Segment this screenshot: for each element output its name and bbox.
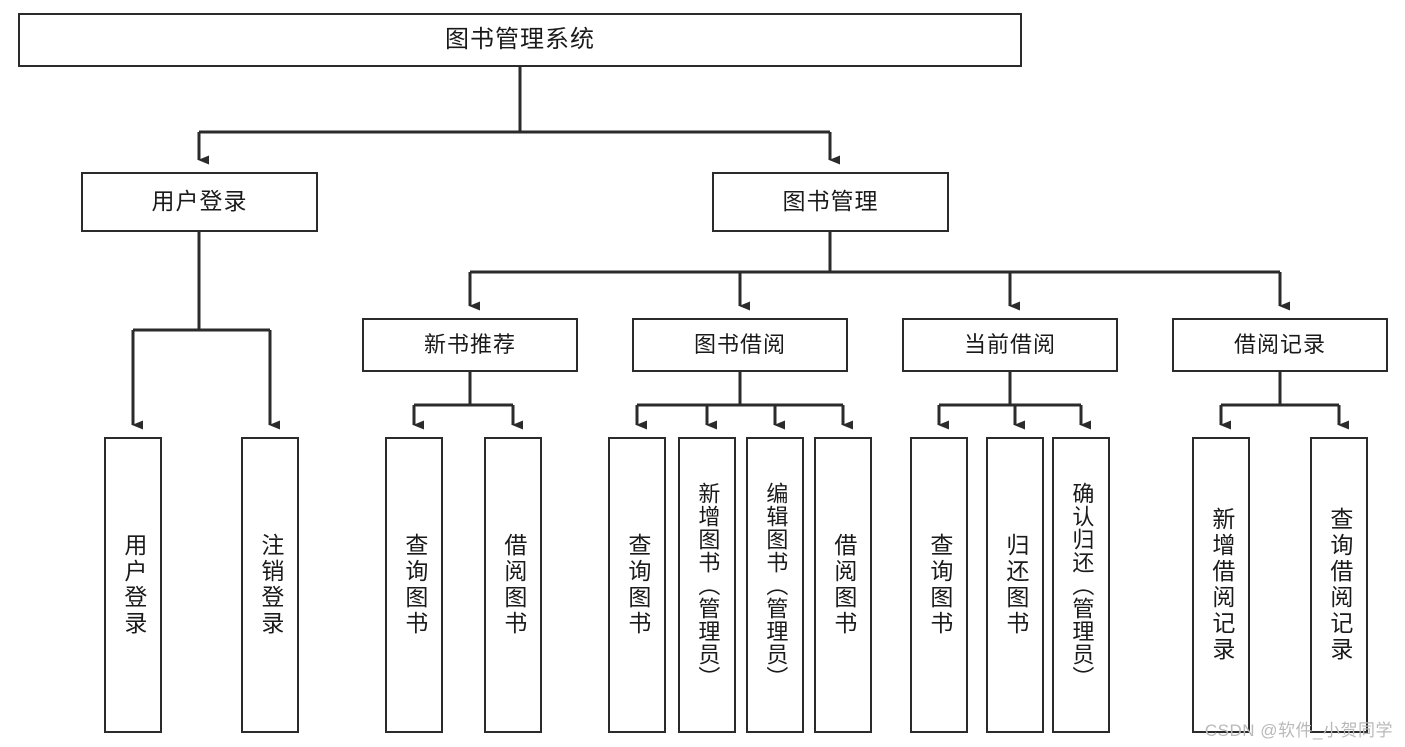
node-label: 新增借阅记录 [1208,507,1235,663]
node-book-manage[interactable]: 图书管理 [712,172,949,232]
node-leaf-borrow-book-1[interactable]: 借阅图书 [484,437,542,733]
node-label: 借阅图书 [500,533,527,637]
node-label: 查询图书 [926,533,953,637]
node-label: 用户登录 [151,188,248,215]
node-leaf-edit-book[interactable]: 编辑图书（管理员） [746,437,804,733]
node-leaf-add-record[interactable]: 新增借阅记录 [1192,437,1250,733]
node-label: 借阅记录 [1233,332,1326,358]
node-leaf-query-book-1[interactable]: 查询图书 [385,437,443,733]
node-root-system[interactable]: 图书管理系统 [18,13,1022,67]
node-borrow-record[interactable]: 借阅记录 [1172,318,1388,372]
node-leaf-query-book-3[interactable]: 查询图书 [910,437,968,733]
node-leaf-user-login[interactable]: 用户登录 [104,437,162,733]
node-leaf-confirm-return[interactable]: 确认归还（管理员） [1052,437,1110,733]
node-label: 图书借阅 [693,332,786,358]
node-leaf-return-book[interactable]: 归还图书 [986,437,1044,733]
node-label: 新书推荐 [423,332,516,358]
node-label: 新增图书（管理员） [695,481,721,689]
node-label: 借阅图书 [830,533,857,637]
node-label: 查询图书 [401,533,428,637]
node-leaf-add-book[interactable]: 新增图书（管理员） [678,437,736,733]
node-leaf-borrow-book-2[interactable]: 借阅图书 [814,437,872,733]
node-label: 编辑图书（管理员） [763,481,789,689]
node-leaf-query-book-2[interactable]: 查询图书 [608,437,666,733]
watermark: CSDN @软件_小贺同学 [1204,721,1393,740]
node-label: 图书管理系统 [445,25,595,53]
node-label: 当前借阅 [963,332,1056,358]
node-label: 查询借阅记录 [1326,507,1353,663]
node-label: 归还图书 [1002,533,1029,637]
node-label: 确认归还（管理员） [1069,481,1095,689]
node-leaf-user-logout[interactable]: 注销登录 [241,437,299,733]
node-book-borrow[interactable]: 图书借阅 [632,318,848,372]
node-label: 图书管理 [782,188,879,215]
node-label: 查询图书 [624,533,651,637]
node-new-book-recommend[interactable]: 新书推荐 [362,318,578,372]
node-label: 用户登录 [120,533,147,637]
node-user-login[interactable]: 用户登录 [81,172,318,232]
node-leaf-query-record[interactable]: 查询借阅记录 [1310,437,1368,733]
node-current-borrow[interactable]: 当前借阅 [902,318,1118,372]
node-label: 注销登录 [257,533,284,637]
